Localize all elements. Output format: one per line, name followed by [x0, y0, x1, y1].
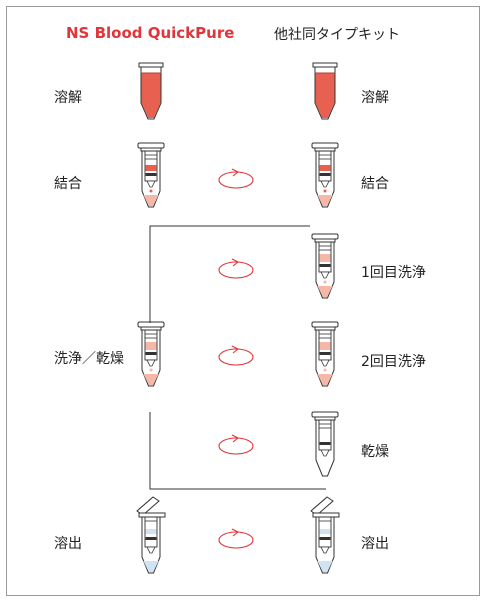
right-label-lysis: 溶解	[361, 90, 389, 106]
spin-icon-wash1	[218, 258, 254, 279]
right-binding-tube	[312, 143, 338, 207]
spin-icon-dry	[218, 434, 254, 455]
spin-icon-wash2	[218, 345, 254, 366]
right-elution-tube	[310, 496, 340, 574]
header-ns-blood-quickpure: NS Blood QuickPure	[66, 24, 235, 42]
left-label-binding: 結合	[54, 176, 82, 192]
header-other-kit: 他社同タイプキット	[274, 27, 400, 43]
left-label-lysis: 溶解	[54, 90, 82, 106]
diagram-frame	[6, 6, 480, 596]
left-elution-tube	[136, 496, 166, 574]
left-label-wash-dry: 洗浄／乾燥	[54, 351, 124, 367]
spin-icon-elution	[218, 528, 254, 549]
right-label-dry: 乾燥	[361, 444, 389, 460]
bracket-bottom-line	[149, 412, 326, 490]
right-label-binding: 結合	[361, 176, 389, 192]
spin-icon-binding	[218, 168, 254, 189]
right-wash1-tube	[312, 234, 338, 298]
right-lysis-tube	[312, 62, 338, 120]
left-binding-tube	[138, 143, 164, 207]
right-dry-tube	[312, 412, 338, 476]
left-lysis-tube	[138, 62, 164, 120]
right-wash2-tube	[312, 322, 338, 386]
left-label-elution: 溶出	[54, 536, 82, 552]
right-label-wash2: 2回目洗浄	[361, 354, 426, 370]
bracket-top-line	[149, 225, 310, 323]
left-wash-dry-tube	[138, 322, 164, 386]
right-label-wash1: 1回目洗浄	[361, 265, 426, 281]
right-label-elution: 溶出	[361, 536, 389, 552]
